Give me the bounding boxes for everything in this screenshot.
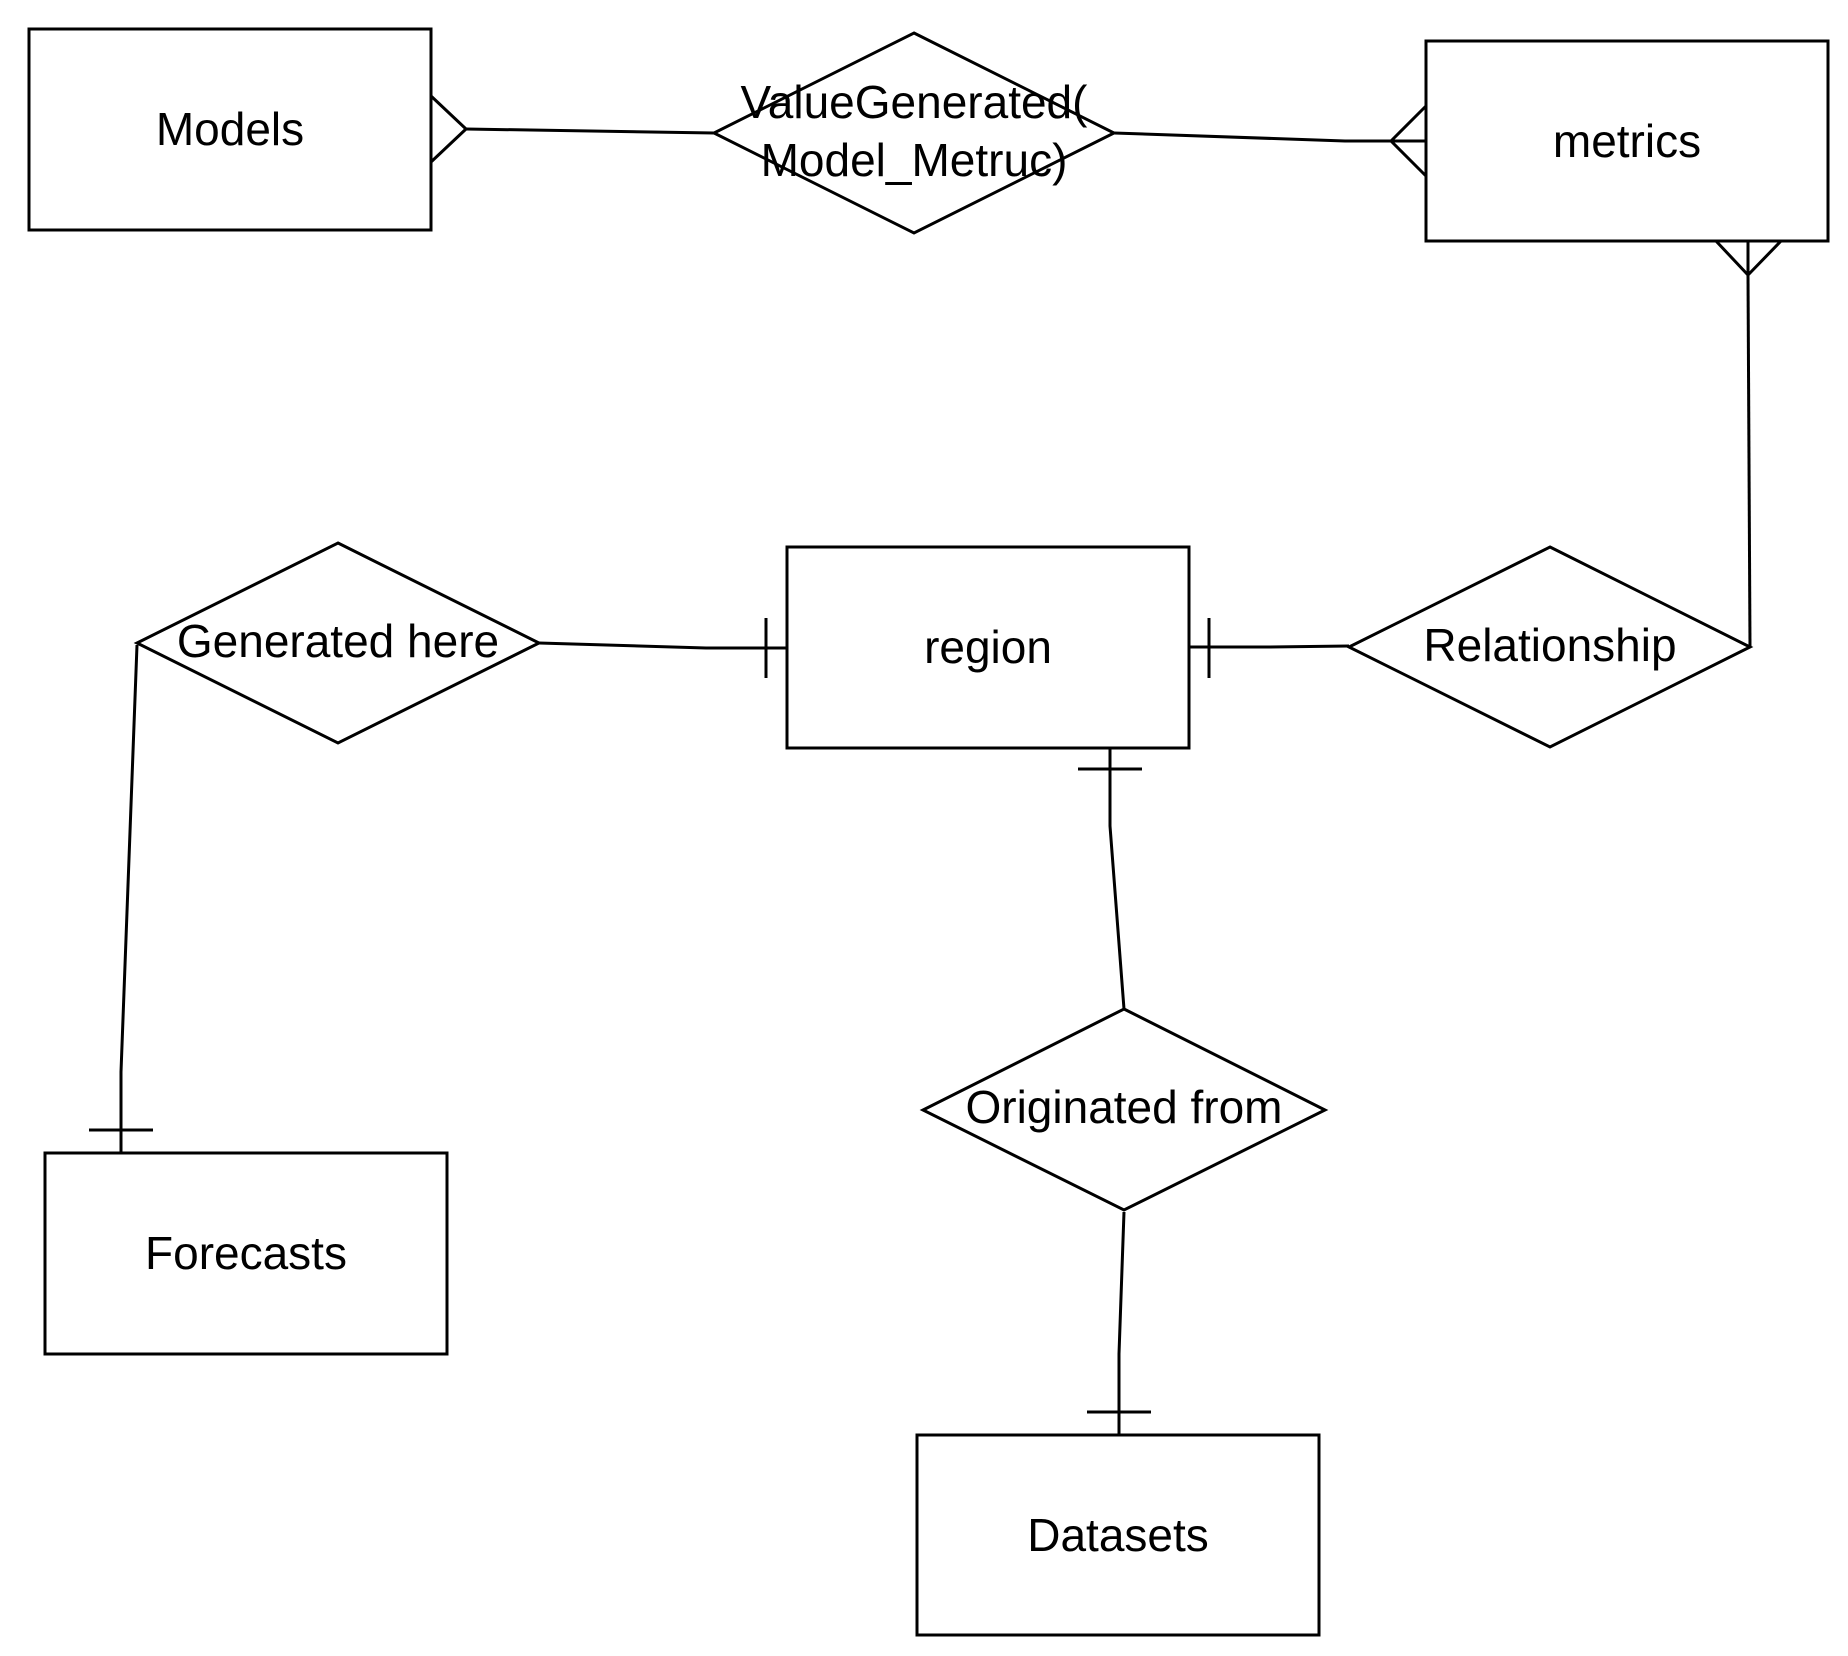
entity-label: Models (156, 103, 304, 155)
relationship-value-generated[interactable]: ValueGenerated( Model_Metruc) (710, 31, 1118, 235)
edge-relationship-region (1189, 618, 1350, 678)
edge-originatedfrom-region (1078, 748, 1142, 1010)
edge-relationship-metrics (1714, 239, 1783, 648)
relationship-generated-here[interactable]: Generated here (133, 541, 543, 745)
relationship-relationship[interactable]: Relationship (1345, 545, 1754, 749)
relationship-label: Originated from (965, 1081, 1282, 1133)
entity-label: Datasets (1027, 1509, 1209, 1561)
entity-metrics[interactable]: metrics (1424, 39, 1830, 243)
relationship-label-line1: ValueGenerated( (741, 76, 1089, 128)
relationship-label-line2: Model_Metruc) (761, 134, 1068, 186)
crows-foot-many-marker (1714, 239, 1783, 277)
crows-foot-many-marker (1389, 104, 1428, 178)
entity-datasets[interactable]: Datasets (915, 1433, 1321, 1637)
edge-valuegenerated-metrics (1113, 104, 1428, 178)
crows-foot-many-marker (429, 94, 468, 164)
relationship-label: Relationship (1423, 619, 1676, 671)
edge-models-valuegenerated (429, 94, 715, 164)
relationship-label: Generated here (177, 615, 499, 667)
entity-forecasts[interactable]: Forecasts (43, 1151, 449, 1356)
entity-label: Forecasts (145, 1227, 347, 1279)
edge-generatedhere-region (538, 618, 787, 678)
entity-models[interactable]: Models (27, 27, 433, 232)
edge-originatedfrom-datasets (1087, 1211, 1151, 1435)
entity-label: region (924, 621, 1052, 673)
entity-label: metrics (1553, 115, 1701, 167)
relationship-originated-from[interactable]: Originated from (919, 1007, 1329, 1212)
entity-region[interactable]: region (785, 545, 1191, 750)
edge-generatedhere-forecasts (89, 644, 153, 1153)
